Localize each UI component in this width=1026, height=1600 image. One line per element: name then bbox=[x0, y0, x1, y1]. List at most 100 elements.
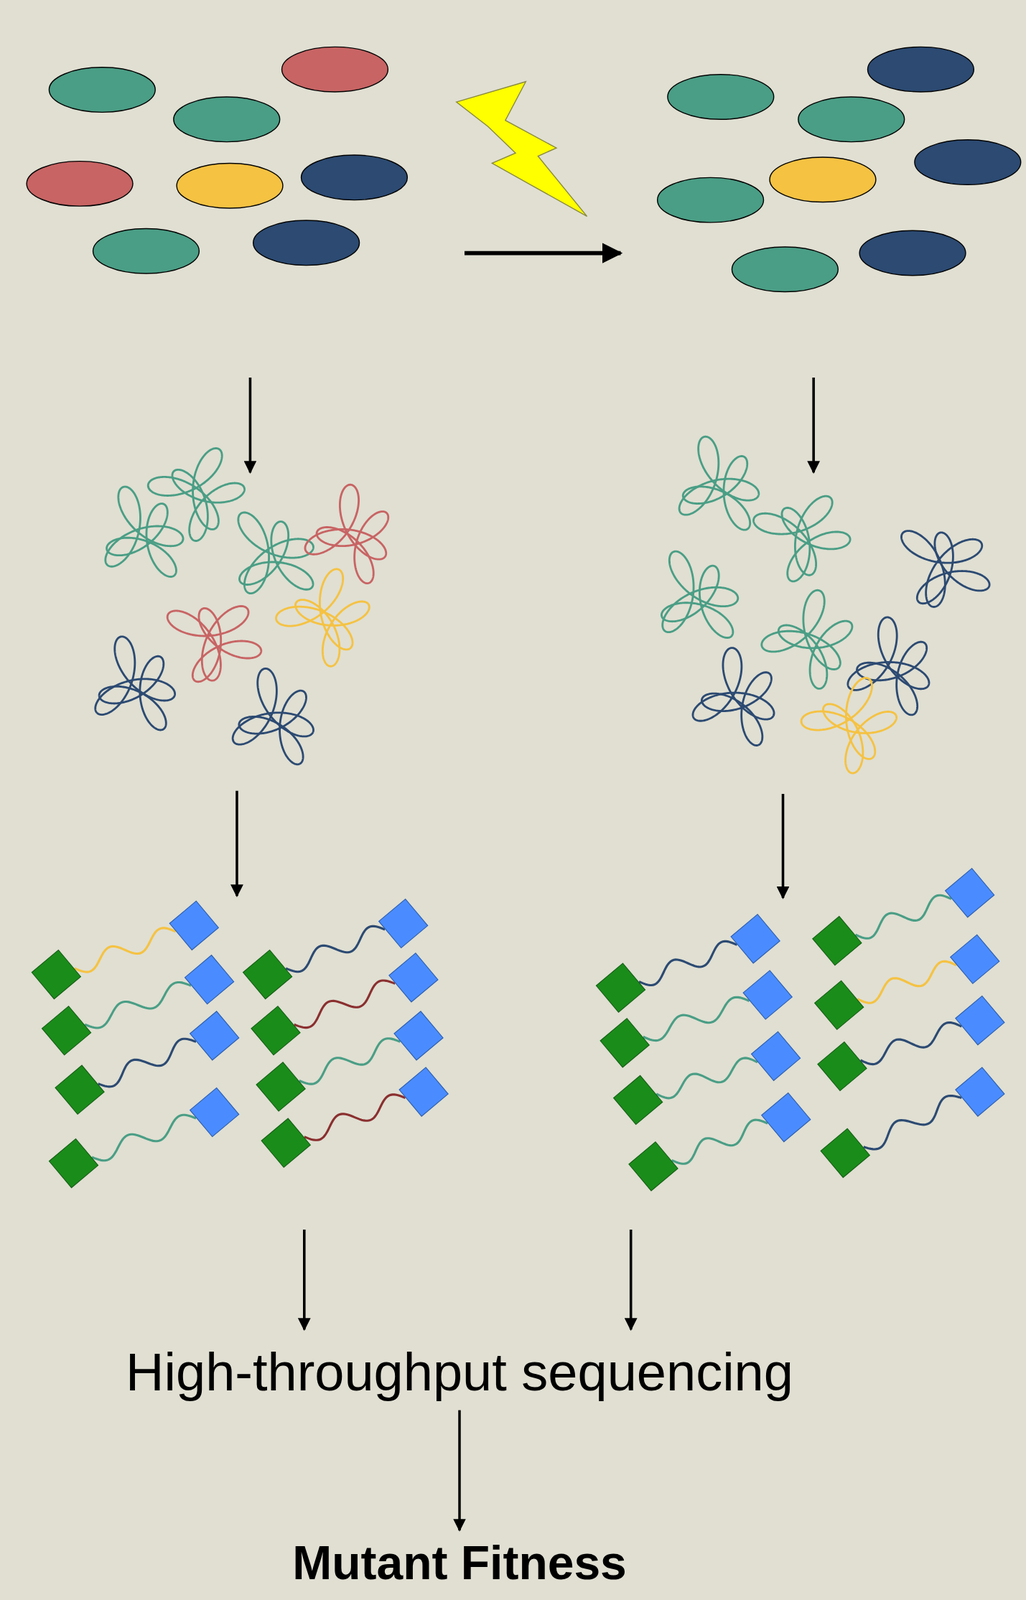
bacterial-cell bbox=[859, 230, 966, 276]
bacterial-cell bbox=[769, 157, 876, 203]
dna-tangle bbox=[661, 551, 738, 638]
dna-fragment bbox=[860, 1023, 963, 1065]
adapter-fragment bbox=[820, 1067, 1005, 1178]
dna-strand bbox=[661, 565, 733, 638]
dna-strand bbox=[781, 507, 851, 581]
blue-adapter bbox=[945, 868, 995, 918]
dna-strand bbox=[275, 569, 353, 650]
dna-fragment bbox=[656, 1058, 758, 1099]
bacterial-cell bbox=[282, 46, 389, 92]
green-adapter bbox=[251, 1006, 301, 1056]
bacterial-cell bbox=[176, 162, 283, 209]
step-arrow bbox=[781, 794, 785, 899]
step-arrow bbox=[235, 791, 239, 897]
dna-tangle bbox=[801, 677, 897, 774]
dna-strand bbox=[239, 521, 314, 591]
green-adapter bbox=[817, 1041, 867, 1091]
dna-fragment bbox=[857, 961, 957, 1004]
blue-adapter bbox=[743, 970, 792, 1020]
bacterial-cell bbox=[93, 228, 200, 274]
green-adapter bbox=[243, 950, 293, 1000]
blue-adapter bbox=[169, 901, 219, 950]
dna-fragment bbox=[74, 928, 176, 973]
result-label: Mutant Fitness bbox=[292, 1536, 627, 1592]
dna-fragment bbox=[643, 997, 750, 1041]
bacterial-cell bbox=[253, 220, 360, 266]
dna-tangle bbox=[305, 484, 389, 584]
dna-tangle bbox=[167, 605, 262, 682]
green-adapter bbox=[628, 1142, 678, 1192]
dna-strand bbox=[147, 448, 222, 530]
dna-tangle bbox=[901, 531, 990, 608]
dna-fragment bbox=[84, 982, 191, 1029]
adapter-fragment bbox=[261, 1067, 449, 1168]
blue-adapter bbox=[185, 955, 235, 1005]
dna-tangle bbox=[232, 668, 314, 764]
step-arrow bbox=[629, 1229, 633, 1330]
text-node: High-throughput sequencing bbox=[125, 1341, 794, 1403]
dna-strand bbox=[172, 469, 245, 541]
text-node: Mutant Fitness bbox=[292, 1536, 627, 1592]
bacterial-cell bbox=[914, 140, 1021, 186]
dna-tangle bbox=[761, 590, 853, 689]
dna-strand bbox=[916, 532, 990, 604]
dna-tangle bbox=[275, 569, 370, 667]
dna-tangle bbox=[753, 496, 851, 582]
dna-tangle bbox=[679, 436, 759, 530]
dna-fragment bbox=[98, 1038, 197, 1088]
dna-strand bbox=[192, 608, 262, 682]
step-label: High-throughput sequencing bbox=[125, 1341, 794, 1403]
dna-tangle bbox=[238, 512, 314, 594]
blue-adapter bbox=[955, 996, 1005, 1046]
dna-strand bbox=[232, 668, 314, 745]
dna-fragment bbox=[639, 941, 737, 986]
bacterial-cell bbox=[657, 177, 764, 223]
dna-tangle bbox=[95, 636, 176, 731]
bacterial-cell bbox=[48, 67, 156, 113]
dna-strand bbox=[701, 672, 772, 746]
green-adapter bbox=[48, 1139, 98, 1189]
bacterial-cell bbox=[173, 96, 281, 143]
green-adapter bbox=[256, 1062, 306, 1112]
green-adapter bbox=[812, 916, 862, 966]
adapter-fragment bbox=[48, 1087, 239, 1188]
dna-tangle bbox=[105, 486, 184, 577]
green-adapter bbox=[820, 1128, 870, 1178]
green-adapter bbox=[31, 950, 81, 1000]
step-arrow bbox=[812, 377, 815, 473]
bacterial-cell bbox=[667, 74, 774, 120]
dna-fragment bbox=[299, 1038, 401, 1085]
blue-adapter bbox=[394, 1011, 443, 1061]
dna-fragment bbox=[863, 1095, 962, 1149]
bacterial-cell bbox=[867, 46, 974, 92]
bacterial-cell bbox=[301, 155, 408, 201]
dna-strand bbox=[238, 512, 314, 594]
dna-strand bbox=[682, 455, 750, 530]
bacterial-cell bbox=[798, 96, 905, 143]
dna-strand bbox=[801, 677, 876, 759]
dna-strand bbox=[823, 704, 897, 774]
green-adapter bbox=[55, 1065, 105, 1115]
blue-adapter bbox=[190, 1087, 240, 1137]
blue-adapter bbox=[389, 953, 438, 1003]
green-adapter bbox=[595, 963, 645, 1013]
dna-strand bbox=[239, 690, 307, 765]
blue-adapter bbox=[761, 1093, 811, 1143]
treatment-arrow bbox=[464, 251, 621, 256]
dna-strand bbox=[167, 605, 249, 681]
dna-strand bbox=[316, 511, 389, 584]
bacterial-cell bbox=[731, 246, 838, 293]
dna-fragment bbox=[855, 895, 952, 939]
bacterial-cell bbox=[26, 161, 133, 207]
dna-tangle bbox=[847, 617, 930, 716]
blue-adapter bbox=[955, 1067, 1005, 1117]
dna-fragment bbox=[304, 1094, 406, 1141]
lightning-bolt bbox=[456, 81, 588, 217]
dna-tangle bbox=[147, 448, 245, 542]
green-adapter bbox=[261, 1118, 311, 1168]
blue-adapter bbox=[730, 914, 780, 964]
green-adapter bbox=[814, 980, 864, 1030]
dna-fragment bbox=[672, 1120, 769, 1164]
green-adapter bbox=[613, 1075, 663, 1125]
